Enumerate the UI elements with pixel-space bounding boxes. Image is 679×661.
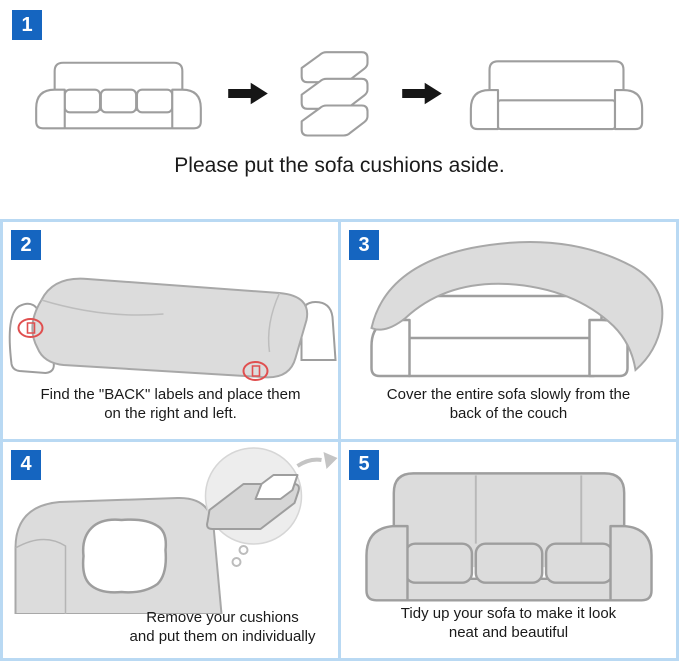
sofa-with-cushions-illustration (34, 61, 202, 130)
caption-line: back of the couch (449, 404, 568, 422)
step-4-caption: Remove your cushions and put them on ind… (115, 608, 330, 646)
arrow-right-icon (227, 82, 268, 104)
caption-line: Cover the entire sofa slowly from the (386, 385, 631, 403)
step-3-panel: 3 Cover the entire sofa slowly from the … (341, 222, 676, 439)
step-3-badge: 3 (349, 230, 379, 260)
caption-line: on the right and left. (104, 404, 237, 422)
caption-line: Tidy up your sofa to make it look (400, 605, 617, 622)
step-5-badge: 5 (349, 449, 379, 480)
step-1-panel: 1 (0, 0, 679, 219)
step-2-caption: Find the "BACK" labels and place them on… (3, 385, 338, 423)
cover-back-labels-illustration (8, 277, 337, 381)
arrow-right-icon (401, 82, 442, 104)
caption-line: Remove your cushions (146, 609, 299, 626)
step-1-badge: 1 (12, 10, 42, 40)
caption-line: Find the "BACK" labels and place them (40, 385, 301, 403)
step-3-caption: Cover the entire sofa slowly from the ba… (341, 385, 676, 423)
step-2-panel: 2 Find the "BACK" labels and place them (3, 222, 338, 439)
back-label-icon (242, 361, 268, 381)
step-5-caption: Tidy up your sofa to make it look neat a… (341, 604, 676, 642)
step-2-badge: 2 (11, 230, 41, 260)
step-1-caption: Please put the sofa cushions aside. (174, 154, 505, 177)
cover-draping-illustration (369, 241, 663, 378)
steps-grid: 2 Find the "BACK" labels and place them (0, 219, 679, 661)
back-label-icon (17, 318, 43, 338)
insert-arrow-icon (295, 457, 322, 468)
finished-sofa-illustration (364, 471, 653, 602)
sofa-empty-illustration (469, 59, 643, 130)
step-4-badge: 4 (11, 449, 41, 480)
caption-line: neat and beautiful (448, 624, 569, 641)
cushion-cover-illustration (14, 446, 337, 614)
caption-line: and put them on individually (129, 628, 316, 645)
step-5-panel: 5 Tidy up your sofa to make it look neat… (341, 441, 676, 658)
cushion-stack-illustration (300, 51, 369, 137)
step-1-illustrations (0, 0, 679, 140)
step-4-panel: 4 Remove your cushions and put them on i… (3, 441, 338, 658)
